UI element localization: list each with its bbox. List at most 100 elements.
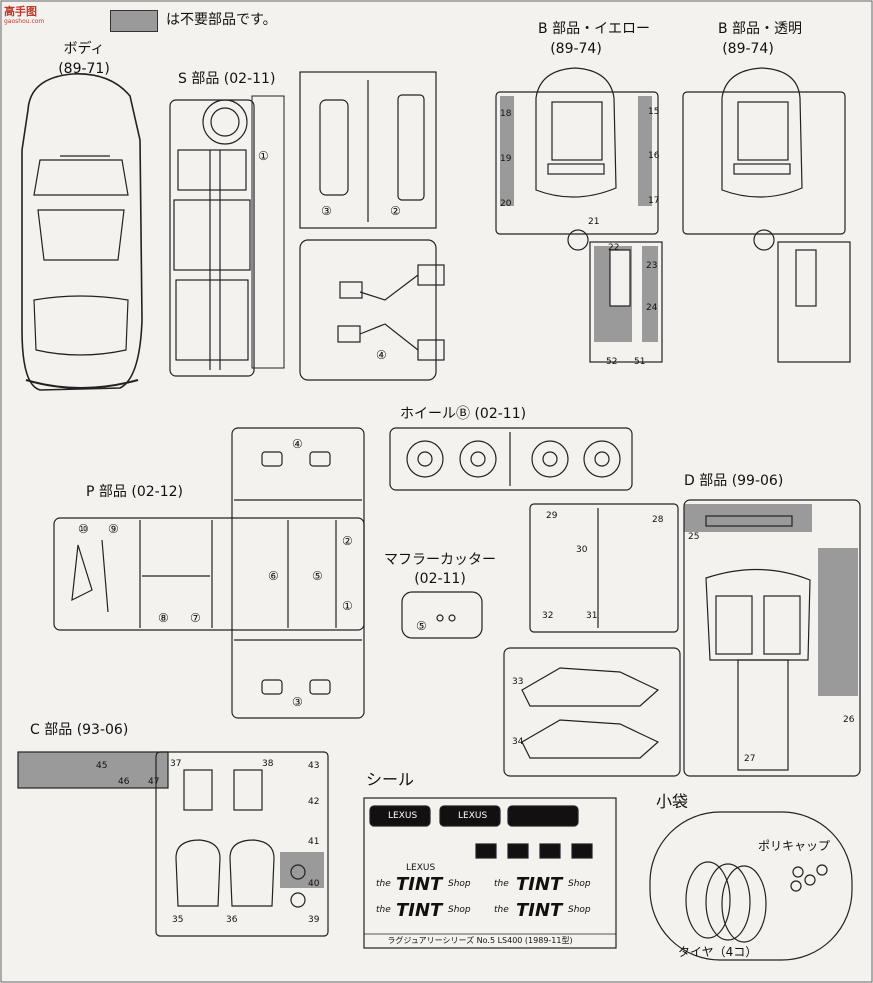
p-num-10: ⑩ [78,522,89,536]
d-num-34: 34 [512,737,524,747]
seal-tint-3: TINT [396,900,443,921]
b-num-16: 16 [648,151,660,161]
seal-tint-2: TINT [516,874,563,895]
b-num-20: 20 [500,199,512,209]
s-part-num-1: ① [258,149,269,163]
b-num-15: 15 [648,107,660,117]
body-shell-drawing [21,73,143,391]
seal-lexus-2: LEXUS [458,811,488,821]
c-num-39: 39 [308,915,320,925]
body-part-title: ボディ [63,41,105,57]
tire-label: タイヤ（4コ） [678,945,758,959]
c-num-46: 46 [118,777,130,787]
decal-sheet-drawing [363,797,617,949]
s-part-title: S 部品 (02-11) [178,72,275,86]
c-num-41: 41 [308,837,320,847]
site-watermark: 高手图 gaoshou.com [4,5,45,25]
d-num-26: 26 [843,715,855,725]
p-num-6: ⑥ [268,569,279,583]
s-part-code: (02-11) [223,71,276,87]
d-num-31: 31 [586,611,598,621]
p-num-8: ⑧ [158,611,169,625]
c-num-37: 37 [170,759,182,769]
p-part-code: (02-12) [131,484,183,500]
c-num-40: 40 [308,879,320,889]
c-part-code: (93-06) [76,722,129,738]
wheel-name: ホイールⒷ [400,406,470,422]
d-num-30: 30 [576,545,588,555]
p-num-3: ③ [292,695,303,709]
muffler-num: ⑤ [416,619,427,633]
d-num-25: 25 [688,532,700,542]
d-num-28: 28 [652,515,664,525]
s-part-num-4: ④ [376,348,387,362]
c-parts-drawing [17,751,329,937]
p-num-7: ⑦ [190,611,201,625]
seal-tint-suffix-1: Shop [448,879,471,889]
p-num-4: ④ [292,437,303,451]
d-part-code: (99-06) [731,473,784,489]
d-part-title: D 部品 (99-06) [684,474,783,488]
c-num-35: 35 [172,915,184,925]
s-part-name: S 部品 [178,71,220,87]
p-num-9: ⑨ [108,522,119,536]
seal-tint-1: TINT [396,874,443,895]
b-num-21: 21 [588,217,600,227]
p-part-title: P 部品 (02-12) [86,485,183,499]
seal-tint-prefix-1: the [376,879,391,889]
b-num-51: 51 [634,357,646,367]
d-part-name: D 部品 [684,473,728,489]
seal-tint-prefix-2: the [494,879,509,889]
muffler-code: (02-11) [414,571,466,587]
b-num-22: 22 [608,243,620,253]
b-clear-code: (89-74) [722,41,774,57]
body-part-code: (89-71) [58,61,110,77]
b-yellow-title: B 部品・イエロー [538,21,650,37]
d-parts-drawing [503,499,861,777]
seal-tint-prefix-4: the [494,905,509,915]
c-num-36: 36 [226,915,238,925]
muffler-title: マフラーカッター [384,552,496,568]
seal-tint-suffix-4: Shop [568,905,591,915]
p-part-name: P 部品 [86,484,127,500]
b-num-52: 52 [606,357,618,367]
seal-tint-prefix-3: the [376,905,391,915]
s-part-num-3: ③ [321,204,332,218]
s-parts-drawing [169,71,445,381]
b-clear-title: B 部品・透明 [717,21,803,37]
c-part-title: C 部品 (93-06) [30,723,128,737]
seal-tint-suffix-2: Shop [568,879,591,889]
seal-lexus-3: LEXUS [406,863,436,873]
legend-text: は不要部品です。 [166,12,277,28]
b-parts-yellow-drawing [495,67,663,363]
wheel-sprue-drawing [389,427,633,491]
b-num-24: 24 [646,303,658,313]
b-num-18: 18 [500,109,512,119]
p-num-5: ⑤ [312,569,323,583]
d-num-27: 27 [744,754,756,764]
unneeded-parts-swatch [110,10,158,32]
p-num-2: ② [342,534,353,548]
wheel-code: (02-11) [474,406,527,422]
d-num-33: 33 [512,677,524,687]
b-num-17: 17 [648,196,660,206]
c-num-42: 42 [308,797,320,807]
seal-footer: ラグジュアリーシリーズ No.5 LS400 (1989-11型) [387,936,573,945]
c-num-45: 45 [96,761,108,771]
small-bag-drawing [649,811,853,961]
p-num-1: ① [342,599,353,613]
b-yellow-code: (89-74) [550,41,602,57]
b-num-23: 23 [646,261,658,271]
b-num-19: 19 [500,154,512,164]
wheel-title: ホイールⒷ (02-11) [400,407,526,421]
seal-lexus-1: LEXUS [388,811,418,821]
c-num-38: 38 [262,759,274,769]
b-parts-clear-drawing [682,67,851,363]
seal-tint-suffix-3: Shop [448,905,471,915]
d-num-32: 32 [542,611,554,621]
c-num-43: 43 [308,761,320,771]
c-part-name: C 部品 [30,722,73,738]
polycap-label: ポリキャップ [758,839,831,853]
